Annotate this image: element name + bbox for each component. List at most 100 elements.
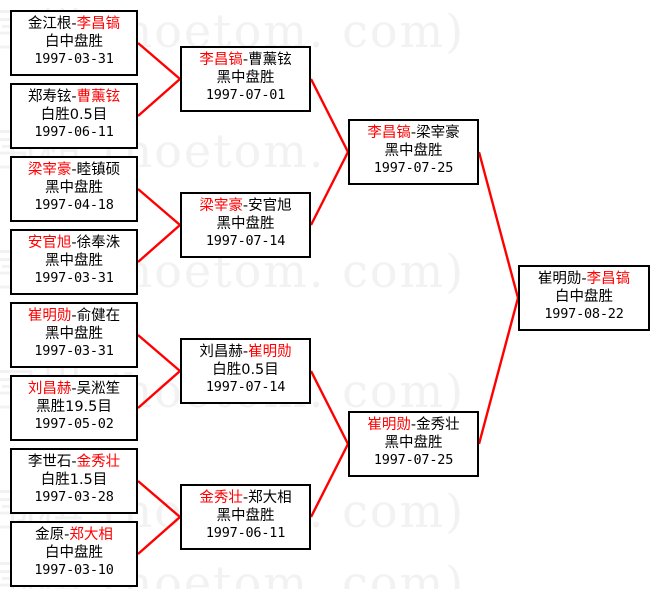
- match-result: 黑中盘胜: [45, 180, 103, 197]
- match-date: 1997-06-11: [34, 124, 114, 141]
- player-two-name: 吴淞笙: [76, 381, 121, 397]
- player-two-name: 金秀壮: [76, 454, 121, 470]
- player-separator: -: [71, 381, 77, 397]
- c-r3m2-r4m1: [477, 297, 520, 445]
- match-result: 黑胜19.5目: [36, 399, 112, 416]
- match-result: 黑中盘胜: [45, 326, 103, 343]
- player-two-name: 曹薰铉: [248, 52, 292, 68]
- player-separator: -: [71, 162, 77, 178]
- c-r3m1-r4m1: [477, 151, 520, 299]
- c-r1m1-r2m1: [137, 42, 181, 80]
- player-one-name: 梁宰豪: [27, 162, 72, 178]
- player-one-name: 金原: [35, 527, 65, 543]
- player-two-name: 郑大相: [248, 490, 292, 506]
- player-separator: -: [64, 527, 70, 543]
- match-players: 金秀壮-郑大相: [186, 489, 305, 507]
- match-date: 1997-07-14: [205, 379, 286, 396]
- player-one-name: 崔明勋: [27, 308, 72, 324]
- match-players: 金原-郑大相: [16, 526, 132, 544]
- player-two-name: 徐奉洙: [76, 235, 121, 251]
- match-players: 李昌镐-梁宰豪: [354, 124, 473, 142]
- player-separator: -: [581, 271, 587, 287]
- player-one-name: 金秀壮: [199, 490, 243, 506]
- match-date: 1997-07-25: [373, 160, 454, 177]
- player-separator: -: [242, 198, 249, 214]
- match-players: 金江根-李昌镐: [16, 15, 132, 33]
- match-players: 刘昌赫-崔明勋: [186, 343, 305, 361]
- player-one-name: 李昌镐: [367, 125, 411, 141]
- player-separator: -: [242, 490, 249, 506]
- c-r1m8-r2m4: [137, 516, 181, 555]
- player-two-name: 李昌镐: [586, 271, 631, 287]
- player-two-name: 崔明勋: [248, 344, 292, 360]
- player-separator: -: [242, 52, 249, 68]
- player-one-name: 崔明勋: [537, 271, 582, 287]
- player-two-name: 俞健在: [76, 308, 121, 324]
- c-r1m3-r2m2: [137, 188, 181, 226]
- match-result: 黑中盘胜: [384, 435, 443, 452]
- match-date: 1997-03-28: [34, 489, 114, 506]
- match-result: 白中盘胜: [45, 545, 103, 562]
- match-date: 1997-03-31: [34, 343, 114, 360]
- player-one-name: 金江根: [27, 16, 72, 32]
- c-r1m4-r2m2: [137, 224, 181, 263]
- match-date: 1997-07-25: [373, 452, 454, 469]
- match-players: 郑寿铉-曹薰铉: [16, 88, 132, 106]
- match-date: 1997-06-11: [205, 525, 286, 542]
- player-separator: -: [71, 89, 77, 105]
- match-result: 白中盘胜: [45, 34, 103, 51]
- player-two-name: 梁宰豪: [416, 125, 460, 141]
- match-result: 白胜0.5目: [212, 362, 279, 379]
- player-separator: -: [71, 235, 77, 251]
- c-r2m2-r3m1: [309, 151, 350, 226]
- match-players: 崔明勋-李昌镐: [524, 270, 644, 288]
- match-players: 刘昌赫-吴淞笙: [16, 380, 132, 398]
- player-one-name: 梁宰豪: [199, 198, 243, 214]
- match-result: 黑中盘胜: [216, 70, 275, 87]
- match-players: 安官旭-徐奉洙: [16, 234, 132, 252]
- player-two-name: 曹薰铉: [76, 89, 121, 105]
- player-one-name: 崔明勋: [367, 417, 411, 433]
- player-two-name: 李昌镐: [76, 16, 121, 32]
- player-separator: -: [242, 344, 249, 360]
- match-players: 梁宰豪-安官旭: [186, 197, 305, 215]
- c-r2m4-r3m2: [309, 443, 350, 518]
- c-r1m6-r2m3: [137, 370, 181, 409]
- player-one-name: 李昌镐: [199, 52, 243, 68]
- c-r1m2-r2m1: [137, 78, 181, 117]
- match-date: 1997-08-22: [544, 306, 624, 323]
- player-one-name: 安官旭: [27, 235, 72, 251]
- c-r2m1-r3m1: [309, 78, 350, 153]
- player-separator: -: [410, 125, 417, 141]
- player-two-name: 郑大相: [69, 527, 113, 543]
- match-date: 1997-07-14: [205, 233, 286, 250]
- match-result: 白胜0.5目: [40, 107, 108, 124]
- match-result: 白胜1.5目: [40, 472, 108, 489]
- match-result: 黑中盘胜: [216, 508, 275, 525]
- player-separator: -: [71, 16, 77, 32]
- match-result: 黑中盘胜: [45, 253, 103, 270]
- c-r1m7-r2m4: [137, 480, 181, 518]
- player-two-name: 安官旭: [248, 198, 292, 214]
- match-date: 1997-05-02: [34, 416, 114, 433]
- match-date: 1997-04-18: [34, 197, 114, 214]
- player-one-name: 刘昌赫: [199, 344, 243, 360]
- match-players: 崔明勋-俞健在: [16, 307, 132, 325]
- match-date: 1997-03-10: [34, 562, 114, 579]
